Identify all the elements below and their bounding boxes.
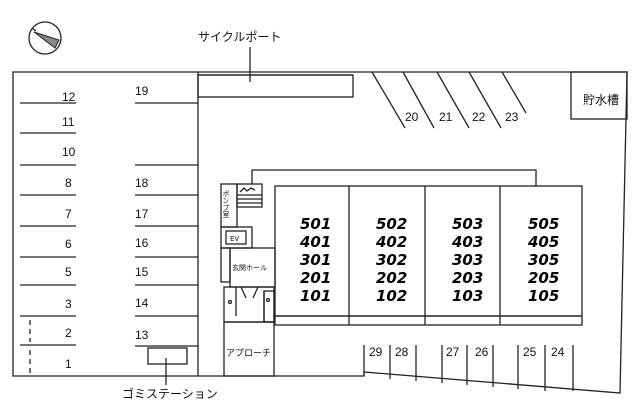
parking-space-28: 28: [395, 345, 409, 359]
cycle-port: [197, 47, 354, 98]
unit-201: 201: [300, 269, 331, 287]
unit-502: 502: [376, 215, 407, 233]
approach-label: アプローチ: [226, 348, 271, 359]
unit-column-3: 503 403 303 203 103: [451, 215, 483, 305]
unit-302: 302: [376, 251, 407, 269]
unit-205: 205: [528, 269, 559, 287]
parking-space-26: 26: [475, 345, 489, 359]
building-outline: [251, 169, 537, 186]
unit-column-4: 505 405 305 205 105: [527, 215, 559, 305]
parking-space-12: 12: [62, 90, 76, 104]
parking-space-10: 10: [62, 145, 76, 159]
parking-space-21: 21: [439, 110, 453, 124]
parking-space-5: 5: [65, 265, 72, 279]
parking-space-18: 18: [135, 176, 149, 190]
parking-space-11: 11: [62, 115, 75, 129]
unit-101: 101: [300, 287, 331, 305]
unit-501: 501: [300, 215, 331, 233]
parking-numbers-left: 12 11 10 8 7 6 5 3 2 1 19 18 17 16 15 14…: [62, 84, 149, 371]
parking-space-3: 3: [65, 297, 72, 311]
parking-space-29: 29: [369, 345, 383, 359]
parking-lines-left: [20, 102, 198, 373]
parking-space-8: 8: [65, 176, 72, 190]
parking-space-7: 7: [65, 207, 72, 221]
parking-space-22: 22: [472, 110, 486, 124]
approach: [223, 321, 275, 377]
parking-space-6: 6: [65, 237, 72, 251]
parking-space-2: 2: [65, 326, 72, 340]
unit-305: 305: [528, 251, 559, 269]
parking-space-1: 1: [65, 357, 72, 371]
parking-space-23: 23: [505, 110, 519, 124]
parking-space-14: 14: [135, 296, 149, 310]
parking-lines-diagonal: [371, 71, 527, 129]
unit-column-1: 501 401 301 201 101: [299, 215, 331, 305]
unit-402: 402: [375, 233, 407, 251]
elevator: [225, 230, 247, 245]
elevator-label: EV: [230, 235, 239, 243]
unit-102: 102: [376, 287, 407, 305]
parking-lines-bottom: [363, 345, 574, 391]
north-arrow-icon: [28, 21, 62, 55]
parking-space-17: 17: [135, 207, 149, 221]
water-tank-label: 貯水槽: [583, 93, 619, 107]
garbage-station: [147, 347, 188, 365]
pump-room-label: ポンプ室: [222, 190, 230, 218]
parking-space-24: 24: [551, 345, 565, 359]
cycle-port-label: サイクルポート: [198, 30, 281, 44]
stairs: [236, 183, 263, 208]
unit-105: 105: [528, 287, 559, 305]
parking-space-13: 13: [135, 328, 149, 342]
water-tank: [570, 71, 628, 120]
parking-space-27: 27: [446, 345, 460, 359]
unit-203: 203: [452, 269, 483, 287]
parking-space-25: 25: [523, 345, 537, 359]
unit-301: 301: [300, 251, 331, 269]
unit-202: 202: [376, 269, 407, 287]
unit-103: 103: [452, 287, 483, 305]
unit-403: 403: [451, 233, 483, 251]
entrance-hall-label: 玄関ホール: [232, 263, 267, 272]
parking-space-19: 19: [135, 84, 149, 98]
unit-column-2: 502 402 302 202 102: [375, 215, 407, 305]
parking-space-15: 15: [135, 265, 149, 279]
unit-503: 503: [452, 215, 483, 233]
entrance-doors: [227, 286, 275, 323]
unit-401: 401: [299, 233, 331, 251]
garbage-station-label: ゴミステーション: [122, 386, 218, 401]
unit-303: 303: [452, 251, 483, 269]
unit-505: 505: [528, 215, 559, 233]
parking-space-20: 20: [405, 110, 419, 124]
unit-405: 405: [527, 233, 559, 251]
parking-space-16: 16: [135, 236, 149, 250]
